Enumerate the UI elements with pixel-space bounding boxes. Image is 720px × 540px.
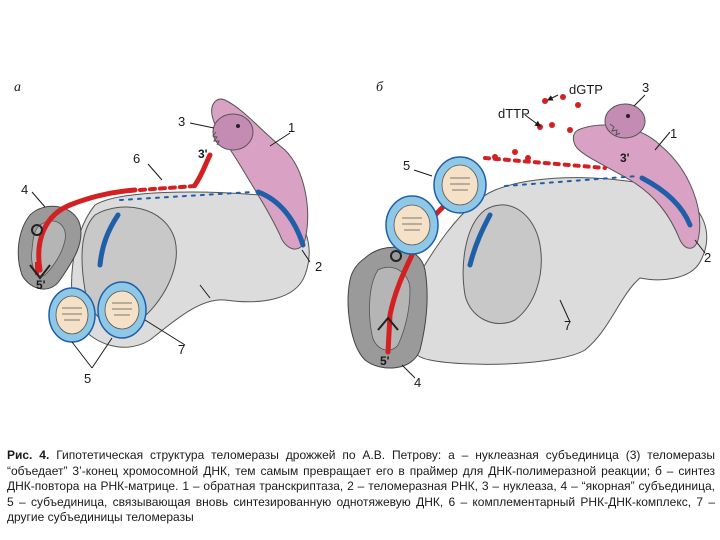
free-nucleotides bbox=[492, 94, 581, 161]
telomerase-figure: а bbox=[0, 0, 720, 420]
label-5-b: 5 bbox=[403, 158, 410, 173]
nuclease-b bbox=[605, 104, 645, 138]
label-5prime-a: 5' bbox=[36, 278, 46, 292]
label-4-b: 4 bbox=[414, 375, 421, 390]
label-dgtp: dGTP bbox=[569, 82, 603, 97]
label-6-a: 6 bbox=[133, 151, 140, 166]
nuclease-a bbox=[213, 114, 253, 150]
binding-subunit-b1 bbox=[434, 157, 486, 213]
caption-figure-number: Рис. 4. bbox=[7, 448, 49, 462]
label-2-b: 2 bbox=[704, 250, 711, 265]
label-7-a: 7 bbox=[178, 342, 185, 357]
figure-caption: Рис. 4. Гипотетическая структура теломер… bbox=[7, 448, 715, 526]
label-7-b: 7 bbox=[564, 318, 571, 333]
panel-label-a: а bbox=[14, 80, 21, 95]
label-3-b: 3 bbox=[642, 80, 649, 95]
panel-b: б bbox=[348, 80, 711, 390]
panel-a: а bbox=[14, 80, 322, 386]
label-3prime-b: 3' bbox=[620, 151, 630, 165]
label-1-b: 1 bbox=[670, 126, 677, 141]
label-2-a: 2 bbox=[315, 259, 322, 274]
label-1-a: 1 bbox=[288, 120, 295, 135]
label-3-a: 3 bbox=[178, 114, 185, 129]
label-5prime-b: 5' bbox=[380, 354, 390, 368]
caption-text: Гипотетическая структура теломеразы дрож… bbox=[7, 448, 715, 524]
label-dttp: dTTP bbox=[498, 106, 530, 121]
label-3prime-a: 3' bbox=[198, 147, 208, 161]
binding-subunit-a2 bbox=[98, 282, 146, 338]
binding-subunit-a1 bbox=[49, 288, 95, 342]
binding-subunit-b2 bbox=[386, 196, 438, 254]
label-5-a: 5 bbox=[84, 371, 91, 386]
label-4-a: 4 bbox=[21, 182, 28, 197]
panel-label-b: б bbox=[376, 80, 384, 95]
